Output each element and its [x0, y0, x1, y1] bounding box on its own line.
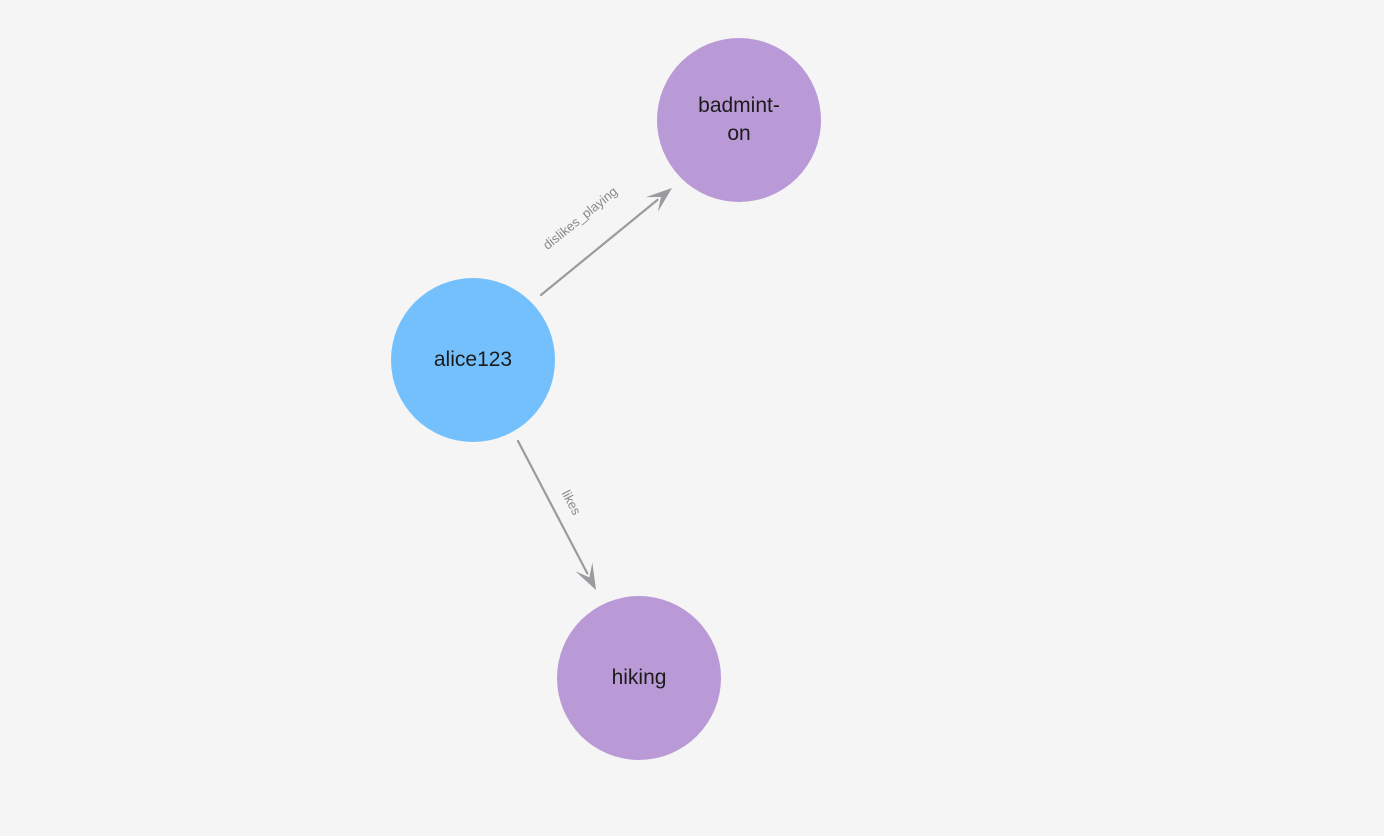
edge-likes-arrowhead [575, 562, 596, 590]
node-hiking-circle[interactable] [557, 596, 721, 760]
node-hiking[interactable]: hiking [557, 596, 721, 760]
node-alice123-circle[interactable] [391, 278, 555, 442]
node-layer: alice123 badmint-on hiking [391, 38, 821, 760]
edge-dislikes-playing-label: dislikes_playing [540, 184, 620, 253]
edge-dislikes-playing-arrowhead [645, 188, 672, 212]
edge-likes[interactable]: likes [516, 439, 596, 590]
node-alice123[interactable]: alice123 [391, 278, 555, 442]
node-badminton-circle[interactable] [657, 38, 821, 202]
edge-dislikes-playing-line [539, 198, 659, 297]
node-badminton[interactable]: badmint-on [657, 38, 821, 202]
edge-dislikes-playing[interactable]: dislikes_playing [539, 184, 672, 297]
edge-likes-line [516, 439, 589, 575]
edge-likes-label: likes [559, 487, 585, 517]
